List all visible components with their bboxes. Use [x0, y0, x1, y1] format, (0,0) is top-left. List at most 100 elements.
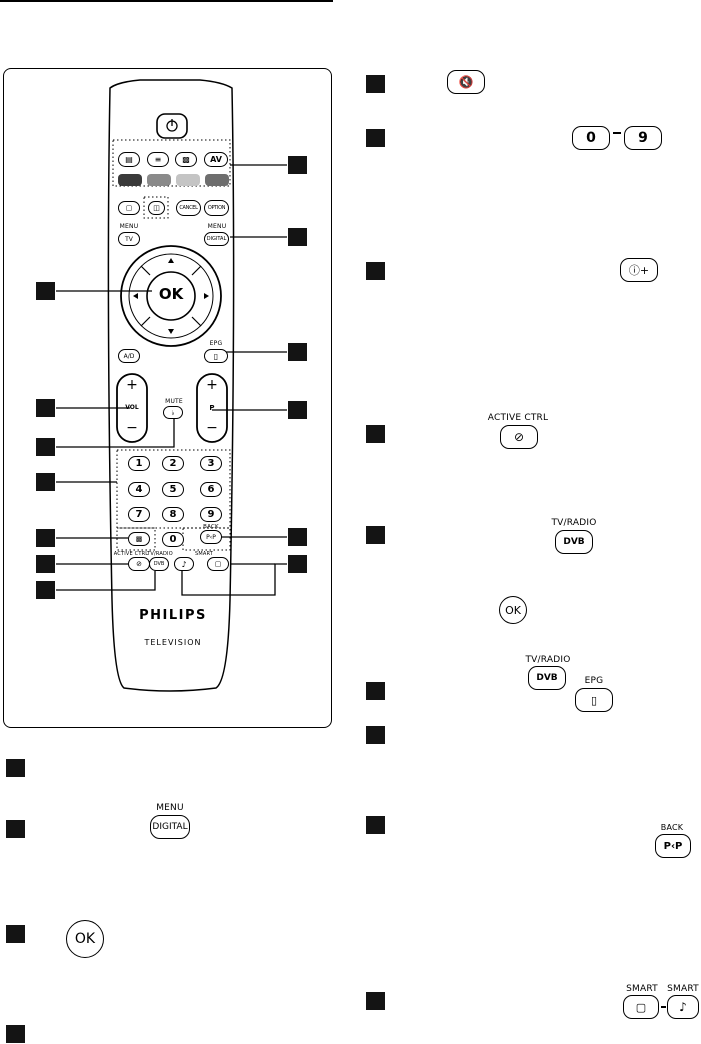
- smart-caption: SMART: [194, 551, 214, 557]
- digit-zero-icon: 0: [572, 126, 610, 150]
- callout-marker: [36, 282, 55, 300]
- nav-right-icon: [204, 293, 209, 299]
- format-button[interactable]: ▩: [128, 532, 150, 546]
- info-icon: ⓘ+: [620, 258, 658, 282]
- callout-marker: [36, 581, 55, 599]
- ok-button-icon: OK: [66, 920, 104, 958]
- pp-icon: P‹P: [655, 834, 691, 858]
- number-key-7[interactable]: 7: [128, 507, 150, 522]
- item-marker: [366, 992, 385, 1010]
- av-button[interactable]: AV: [204, 152, 228, 167]
- dotted-group-split: [143, 196, 169, 219]
- smart-sound-button[interactable]: ♪: [174, 557, 194, 571]
- smart-caption-right-2: SMART: [667, 984, 699, 994]
- item-marker: [6, 820, 25, 838]
- blue-button: [205, 174, 229, 186]
- p-label: P: [209, 404, 215, 412]
- item-marker: [366, 816, 385, 834]
- smart-picture-icon: ▢: [623, 995, 659, 1019]
- split-button[interactable]: ◫: [148, 201, 165, 215]
- item-marker: [366, 75, 385, 93]
- cancel-button[interactable]: CANCEL: [176, 200, 201, 216]
- epg-button[interactable]: ▯: [204, 349, 228, 363]
- callout-marker: [288, 555, 307, 573]
- smart-picture-button[interactable]: ▢: [207, 557, 229, 571]
- ok-button-circle: [146, 271, 196, 321]
- menu-caption-left: MENU: [156, 803, 184, 813]
- active-ctrl-icon: ⊘: [500, 425, 538, 449]
- number-key-6[interactable]: 6: [200, 482, 222, 497]
- green-button: [147, 174, 171, 186]
- callout-marker: [36, 438, 55, 456]
- callout-marker: [288, 156, 307, 174]
- red-button: [118, 174, 142, 186]
- epg-caption-right: EPG: [584, 676, 604, 686]
- callout-marker: [288, 401, 307, 419]
- digital-button-icon: DIGITAL: [150, 815, 190, 839]
- dotted-group-format: [116, 527, 156, 551]
- active-ctrl-caption: ACTIVE CTRL: [113, 551, 149, 557]
- item-marker: [6, 1025, 25, 1043]
- item-marker: [366, 526, 385, 544]
- option-button[interactable]: OPTION: [204, 200, 229, 216]
- number-key-2[interactable]: 2: [162, 456, 184, 471]
- p-up-label[interactable]: +: [206, 377, 218, 393]
- nav-up-icon: [168, 258, 174, 263]
- yellow-button: [176, 174, 200, 186]
- active-ctrl-caption-right: ACTIVE CTRL: [487, 413, 549, 423]
- dotted-group-back: [182, 527, 231, 551]
- smart-separator: [661, 1006, 666, 1008]
- vol-label: VOL: [125, 404, 139, 411]
- number-key-4[interactable]: 4: [128, 482, 150, 497]
- item-marker: [366, 726, 385, 744]
- active-ctrl-button[interactable]: ⊘: [128, 557, 150, 571]
- number-key-1[interactable]: 1: [128, 456, 150, 471]
- number-key-3[interactable]: 3: [200, 456, 222, 471]
- callout-marker: [36, 399, 55, 417]
- smart-sound-icon: ♪: [667, 995, 699, 1019]
- teletext-button[interactable]: ▤: [118, 152, 140, 167]
- menu-tv-caption: MENU: [119, 223, 139, 230]
- dotted-group-numbers: [116, 449, 231, 529]
- ad-button[interactable]: A/D: [118, 349, 140, 363]
- number-key-8[interactable]: 8: [162, 507, 184, 522]
- ok-icon-right: OK: [499, 596, 527, 624]
- back-caption: BACK: [203, 524, 219, 530]
- mute-button[interactable]: ♭: [163, 406, 183, 419]
- callout-marker: [288, 528, 307, 546]
- callout-marker: [36, 473, 55, 491]
- number-key-9[interactable]: 9: [200, 507, 222, 522]
- callout-marker: [36, 555, 55, 573]
- tv-radio-caption-right-2: TV/RADIO: [525, 655, 571, 665]
- p-down-label[interactable]: −: [206, 420, 218, 436]
- mix-button[interactable]: ▩: [175, 152, 197, 167]
- mute-caption: MUTE: [165, 398, 183, 405]
- vol-down-label[interactable]: −: [126, 420, 138, 436]
- item-marker: [6, 759, 25, 777]
- number-key-0[interactable]: 0: [162, 532, 184, 547]
- digit-nine-icon: 9: [624, 126, 662, 150]
- item-marker: [366, 129, 385, 147]
- epg-icon: ▯: [575, 688, 613, 712]
- smart-caption-right-1: SMART: [626, 984, 658, 994]
- menu-digital-caption: MENU: [207, 223, 227, 230]
- menu-tv-button[interactable]: TV: [118, 232, 140, 246]
- callout-marker: [288, 343, 307, 361]
- item-marker: [366, 425, 385, 443]
- epg-caption: EPG: [209, 340, 223, 347]
- back-button[interactable]: P‹P: [200, 530, 222, 544]
- hold-button[interactable]: ≡: [147, 152, 169, 167]
- dvb-icon: DVB: [555, 530, 593, 554]
- dvb-icon-2: DVB: [528, 666, 566, 690]
- item-marker: [366, 262, 385, 280]
- number-key-5[interactable]: 5: [162, 482, 184, 497]
- vol-up-label[interactable]: +: [126, 377, 138, 393]
- subtitle-button[interactable]: ▢: [118, 201, 140, 215]
- menu-digital-button[interactable]: DIGITAL: [204, 232, 229, 246]
- callout-lines: [56, 164, 287, 596]
- nav-left-icon: [133, 293, 138, 299]
- tv-radio-button[interactable]: DVB: [149, 557, 169, 571]
- callout-marker: [288, 228, 307, 246]
- ok-label[interactable]: OK: [158, 285, 184, 303]
- callout-marker: [36, 529, 55, 547]
